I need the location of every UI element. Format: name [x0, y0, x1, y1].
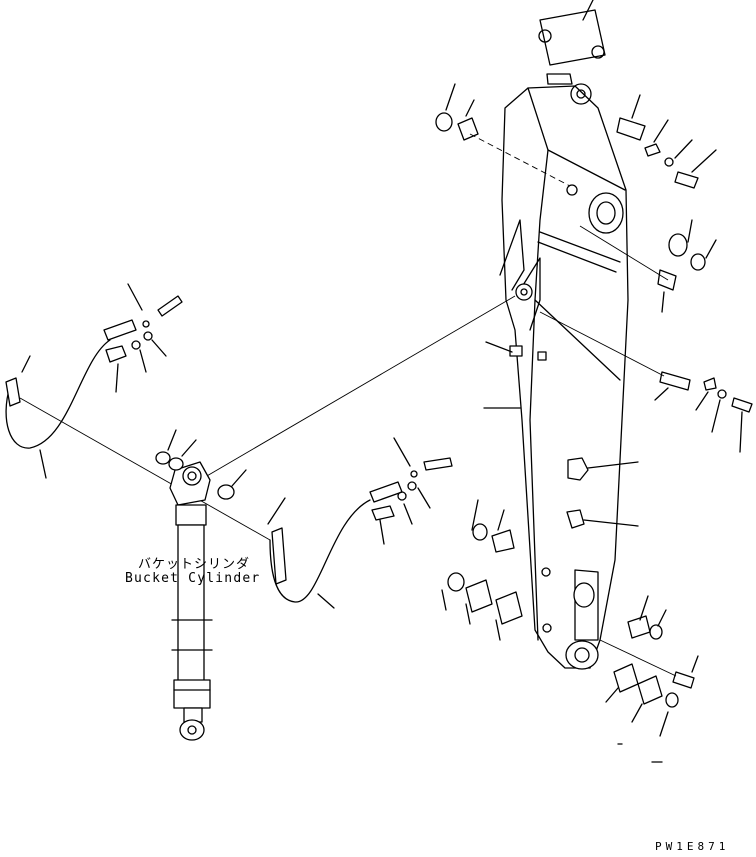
center-grease-line: [267, 437, 453, 609]
top-pin-assembly: [435, 0, 717, 189]
bucket-cylinder-label-jp: バケットシリンダ: [138, 557, 251, 572]
bucket-cylinder: [19, 295, 516, 741]
left-grease-line: [5, 283, 183, 479]
bucket-cylinder-label-en: Bucket Cylinder: [125, 571, 261, 586]
right-pin-parts: [483, 219, 753, 527]
drawing-code: PW1E871: [655, 840, 730, 853]
arm-assembly: [499, 83, 629, 670]
bottom-bushings: [441, 499, 699, 763]
